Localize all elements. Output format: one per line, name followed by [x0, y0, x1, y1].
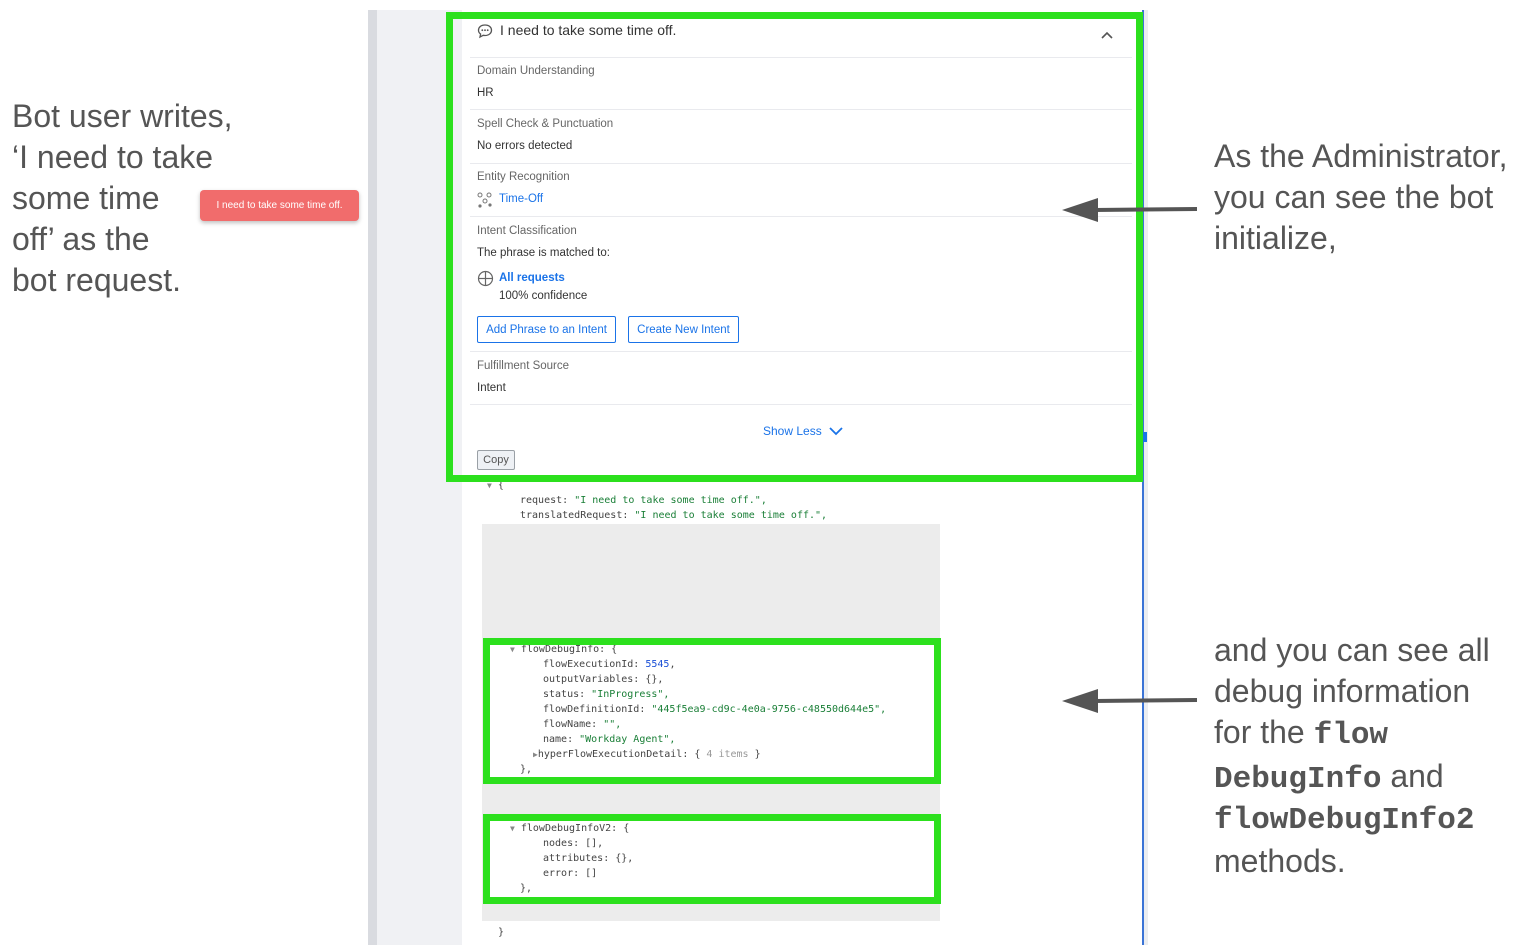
section-label-entity: Entity Recognition	[477, 171, 570, 183]
intent-confidence: 100% confidence	[499, 290, 588, 302]
section-label-spell-check: Spell Check & Punctuation	[477, 118, 614, 130]
highlight-box-flowdebuginfov2	[483, 814, 941, 904]
annotation-left: Bot user writes, ‘I need to take some ti…	[12, 96, 233, 301]
card-title: I need to take some time off.	[500, 22, 677, 38]
annotation-line: ‘I need to take	[12, 139, 214, 175]
annotation-right-bottom: and you can see all debug information fo…	[1214, 630, 1490, 882]
code-line: }	[498, 927, 505, 938]
divider	[470, 216, 1132, 217]
crosshair-icon	[477, 270, 494, 287]
annotation-line: methods.	[1214, 843, 1346, 879]
annotation-line: Bot user writes,	[12, 98, 233, 134]
window-edge	[368, 10, 377, 945]
collapse-triangle-icon[interactable]: ▼	[487, 481, 492, 490]
annotation-line: debug information	[1214, 673, 1471, 709]
chat-bubble-icon	[477, 24, 493, 39]
entity-link[interactable]: Time-Off	[499, 193, 544, 205]
user-message-chip: I need to take some time off.	[200, 190, 359, 221]
chevron-down-icon[interactable]	[828, 425, 844, 437]
section-label-domain: Domain Understanding	[477, 65, 595, 77]
fulfillment-value: Intent	[477, 382, 506, 394]
intent-matched-text: The phrase is matched to:	[477, 247, 610, 259]
code-block-flowdebuginfov2	[489, 818, 940, 900]
collapse-triangle-icon[interactable]: ▼	[510, 645, 515, 654]
divider	[470, 404, 1132, 405]
code-line: flowDefinitionId: "445f5ea9-cd9c-4e0a-97…	[543, 704, 887, 715]
code-line: },	[520, 764, 533, 775]
code-line: nodes: [],	[543, 838, 604, 849]
divider	[470, 163, 1132, 164]
annotation-right-top: As the Administrator, you can see the bo…	[1214, 136, 1507, 259]
code-line: },	[520, 883, 533, 894]
code-line: outputVariables: {},	[543, 674, 664, 685]
intent-match-link[interactable]: All requests	[499, 272, 565, 284]
code-line: translatedRequest: "I need to take some …	[520, 510, 828, 521]
scroll-gutter	[1144, 10, 1148, 945]
arrow-left-icon	[1062, 198, 1198, 222]
annotation-line: some time	[12, 180, 160, 216]
code-line: ▼ flowDebugInfoV2: {	[510, 823, 630, 834]
copy-button[interactable]: Copy	[477, 450, 515, 470]
code-line: status: "InProgress",	[543, 689, 670, 700]
expand-triangle-icon[interactable]: ▶	[533, 750, 538, 759]
code-block-flowdebuginfo	[489, 640, 940, 780]
chevron-up-icon[interactable]	[1099, 28, 1115, 42]
add-phrase-button[interactable]: Add Phrase to an Intent	[477, 316, 616, 343]
annotation-line: and you can see all	[1214, 632, 1490, 668]
code-line: attributes: {},	[543, 853, 634, 864]
code-line: error: []	[543, 868, 598, 879]
section-label-intent: Intent Classification	[477, 225, 577, 237]
code-line: flowExecutionId: 5545,	[543, 659, 676, 670]
annotation-line: flowDebugInfo2	[1214, 803, 1475, 838]
annotation-line: DebugInfo and	[1214, 758, 1444, 797]
annotation-line: you can see the bot	[1214, 179, 1494, 215]
arrow-left-icon	[1062, 689, 1198, 713]
annotation-line: off’ as the	[12, 221, 150, 257]
annotation-line: As the Administrator,	[1214, 138, 1508, 174]
collapse-triangle-icon[interactable]: ▼	[510, 824, 515, 833]
code-line: flowName: "",	[543, 719, 622, 730]
highlight-box-initialize	[446, 12, 1143, 482]
section-label-fulfillment: Fulfillment Source	[477, 360, 570, 372]
highlight-box-flowdebuginfo	[483, 638, 941, 784]
code-line: ▼ {	[487, 480, 504, 491]
annotation-line: for the flow	[1214, 714, 1389, 753]
annotation-line: initialize,	[1214, 220, 1337, 256]
create-intent-button[interactable]: Create New Intent	[628, 316, 739, 343]
divider	[470, 109, 1132, 110]
entity-icon	[477, 192, 492, 208]
spell-check-value: No errors detected	[477, 140, 573, 152]
show-less-link[interactable]: Show Less	[763, 424, 822, 438]
domain-value: HR	[477, 87, 494, 99]
annotation-line: bot request.	[12, 262, 181, 298]
divider	[470, 351, 1132, 352]
code-line: ▼ flowDebugInfo: {	[510, 644, 618, 655]
code-line: request: "I need to take some time off."…	[520, 495, 767, 506]
resize-divider[interactable]	[1142, 10, 1144, 945]
code-line: name: "Workday Agent",	[543, 734, 676, 745]
divider	[470, 57, 1132, 58]
code-line: ▶hyperFlowExecutionDetail: { 4 items }	[533, 749, 761, 760]
